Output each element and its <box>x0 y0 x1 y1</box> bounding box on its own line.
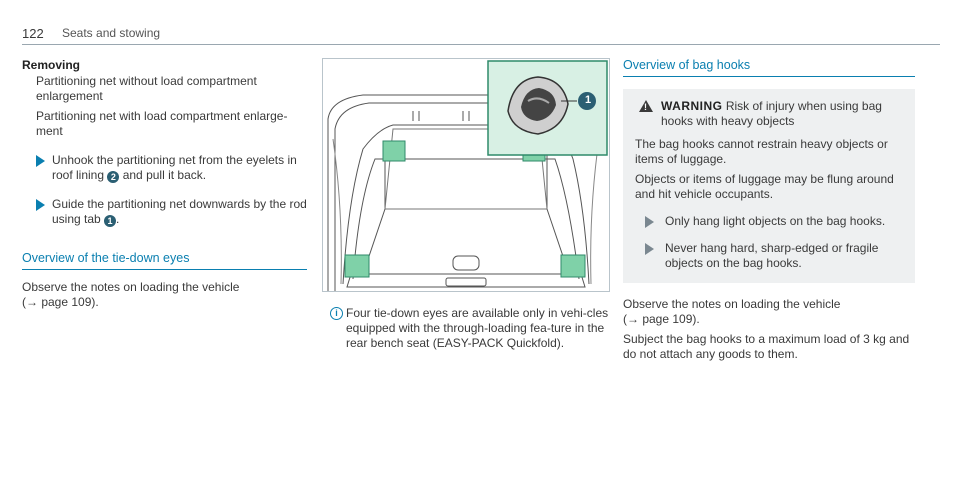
step-text: Never hang hard, sharp-edged or fragile … <box>665 241 879 270</box>
load-compartment-illustration <box>327 60 608 291</box>
step-text: Only hang light objects on the bag hooks… <box>665 214 886 228</box>
warning-triangle-icon <box>639 100 653 112</box>
column-middle: 1 i Four tie-down eyes are available onl… <box>322 58 612 351</box>
step-text: Unhook the partitioning net from the eye… <box>52 153 297 182</box>
tie-down-eye-highlight <box>560 254 586 278</box>
tiedown-heading: Overview of the tie-down eyes <box>22 251 307 270</box>
step-arrow-icon <box>645 243 654 255</box>
warning-step-2: Never hang hard, sharp-edged or fragile … <box>635 241 903 271</box>
step-arrow-icon <box>36 155 45 167</box>
load-compartment-figure: 1 <box>322 58 610 292</box>
page-header: 122 Seats and stowing <box>22 24 940 45</box>
warning-title: Risk of injury when using bag hooks with… <box>661 99 882 128</box>
tiedown-page-link[interactable]: (→ page 109). <box>22 295 99 309</box>
callout-1-icon: 1 <box>104 215 117 227</box>
section-title: Seats and stowing <box>62 26 161 40</box>
warning-paragraph-1: The bag hooks cannot restrain heavy obje… <box>635 137 888 166</box>
removing-title: Removing <box>22 58 81 72</box>
note-text: Four tie-down eyes are available only in… <box>346 306 609 350</box>
load-limit-text: Subject the bag hooks to a maximum load … <box>623 332 910 361</box>
step-arrow-icon <box>645 216 654 228</box>
info-icon: i <box>330 307 343 320</box>
removing-item-1: Partitioning net without load compartmen… <box>36 74 257 103</box>
column-right: Overview of bag hooks WARNING Risk of in… <box>623 58 915 362</box>
warning-step-1: Only hang light objects on the bag hooks… <box>635 214 903 229</box>
step-text: Guide the partitioning net downwards by … <box>52 197 307 226</box>
removing-step-1: Unhook the partitioning net from the eye… <box>22 153 307 183</box>
observe-page-link[interactable]: (→ page 109). <box>623 312 700 326</box>
tiedown-note: i Four tie-down eyes are available only … <box>322 306 612 351</box>
page-number: 122 <box>22 26 44 41</box>
column-left: Removing Partitioning net without load c… <box>22 58 307 310</box>
callout-2-icon: 2 <box>107 171 120 183</box>
warning-header: WARNING Risk of injury when using bag ho… <box>635 99 903 129</box>
tiedown-text: Observe the notes on loading the vehicle <box>22 280 240 294</box>
bag-hook-detail <box>507 76 569 135</box>
step-text: . <box>116 212 120 226</box>
figure-callout-1: 1 <box>584 94 592 106</box>
observe-text: Observe the notes on loading the vehicle <box>623 297 841 311</box>
warning-label: WARNING <box>661 99 723 113</box>
bag-hooks-heading: Overview of bag hooks <box>623 58 915 77</box>
step-arrow-icon <box>36 199 45 211</box>
tie-down-highlights <box>344 140 586 278</box>
warning-box: WARNING Risk of injury when using bag ho… <box>623 89 915 283</box>
tie-down-eye-highlight <box>344 254 370 278</box>
warning-paragraph-2: Objects or items of luggage may be flung… <box>635 172 894 201</box>
removing-item-2: Partitioning net with load compartment e… <box>36 109 288 138</box>
step-text: and pull it back. <box>119 168 207 182</box>
tie-down-eye-highlight <box>382 140 406 162</box>
removing-step-2: Guide the partitioning net downwards by … <box>22 197 307 227</box>
